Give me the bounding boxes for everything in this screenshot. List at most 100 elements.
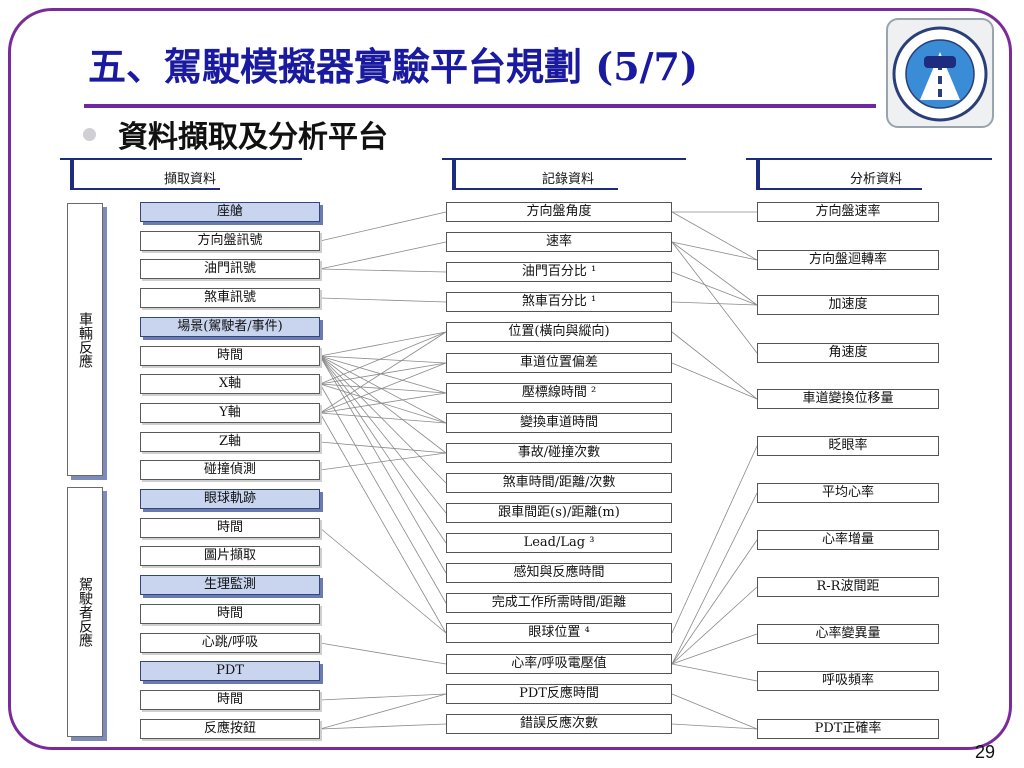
connection-line: [319, 355, 447, 544]
record-item: Lead/Lag ³: [446, 533, 672, 553]
group-label: 車輛反應: [77, 311, 93, 368]
analysis-item: 呼吸頻率: [757, 671, 939, 691]
connection-line: [671, 586, 758, 665]
capture-item: 時間: [140, 604, 320, 624]
seal-icon: [892, 26, 988, 122]
column-header-analysis: 分析資料: [746, 158, 992, 190]
connection-line: [319, 362, 447, 385]
analysis-item: 加速度: [757, 295, 939, 315]
capture-item: 圖片擷取: [140, 546, 320, 566]
connection-line: [671, 271, 758, 306]
connection-line: [319, 355, 447, 424]
record-item: 感知與反應時間: [446, 563, 672, 583]
connection-line: [319, 412, 447, 424]
connection-line: [319, 355, 447, 454]
connection-line: [319, 355, 447, 574]
analysis-item: 角速度: [757, 343, 939, 363]
analysis-item: PDT正確率: [757, 719, 939, 739]
bullet-icon: [83, 128, 96, 141]
connection-line: [671, 633, 758, 665]
record-item: 油門百分比 ¹: [446, 262, 672, 282]
slide-subtitle: 資料擷取及分析平台: [118, 120, 388, 155]
analysis-item: R-R波間距: [757, 577, 939, 597]
group-driver-response: 駕駛者反應: [67, 487, 103, 737]
capture-item: 煞車訊號: [140, 288, 320, 308]
record-item: 心率/呼吸電壓值: [446, 654, 672, 674]
connection-line: [319, 642, 447, 665]
connection-line: [319, 211, 447, 242]
capture-category: PDT: [140, 661, 320, 681]
connection-line: [319, 392, 447, 414]
connection-line: [671, 492, 758, 665]
capture-item: 時間: [140, 518, 320, 538]
connection-line: [319, 331, 447, 385]
connection-line: [671, 331, 758, 400]
column-header-record: 記錄資料: [442, 158, 686, 190]
page-number: 29: [975, 742, 996, 762]
record-item: 完成工作所需時間/距離: [446, 593, 672, 613]
connection-line: [319, 297, 447, 303]
connection-line: [671, 723, 758, 730]
connection-line: [671, 663, 758, 682]
record-item: 方向盤角度: [446, 202, 672, 222]
capture-category: 座艙: [140, 202, 320, 222]
connection-line: [319, 693, 447, 730]
capture-item: 時間: [140, 346, 320, 366]
capture-category: 生理監測: [140, 575, 320, 595]
connection-line: [319, 383, 447, 394]
group-vehicle-response: 車輛反應: [67, 203, 103, 476]
connection-line: [319, 527, 447, 634]
connection-line: [671, 693, 758, 730]
record-item: 煞車時間/距離/次數: [446, 473, 672, 493]
analysis-item: 心率增量: [757, 530, 939, 550]
connection-line: [319, 355, 447, 484]
capture-item: 心跳/呼吸: [140, 633, 320, 653]
capture-item: Y軸: [140, 403, 320, 423]
connection-line: [671, 241, 758, 261]
column-label-capture: 擷取資料: [163, 172, 217, 187]
connection-line: [319, 355, 447, 514]
connection-line: [319, 331, 447, 414]
capture-item: 方向盤訊號: [140, 231, 320, 251]
record-item: 壓標線時間 ²: [446, 383, 672, 403]
record-item: 煞車百分比 ¹: [446, 292, 672, 312]
capture-item: 時間: [140, 690, 320, 710]
column-label-record: 記錄資料: [541, 172, 595, 187]
connection-line: [319, 355, 447, 364]
slide-title: 五、駕駛模擬器實驗平台規劃 (5/7): [88, 44, 698, 89]
analysis-item: 方向盤速率: [757, 202, 939, 222]
connection-line: [319, 331, 447, 357]
record-item: 事故/碰撞次數: [446, 443, 672, 463]
record-item: 速率: [446, 232, 672, 252]
capture-item: X軸: [140, 374, 320, 394]
analysis-item: 眨眼率: [757, 436, 939, 456]
analysis-item: 車道變換位移量: [757, 389, 939, 409]
capture-item: Z軸: [140, 432, 320, 452]
capture-item: 反應按鈕: [140, 719, 320, 739]
capture-category: 場景(駕駛者/事件): [140, 317, 320, 337]
record-item: 變換車道時間: [446, 413, 672, 433]
analysis-item: 心率變異量: [757, 624, 939, 644]
university-seal-logo: [886, 18, 994, 128]
connection-line: [671, 301, 758, 306]
connection-line: [671, 211, 758, 261]
connection-line: [319, 268, 447, 273]
connection-line: [319, 355, 447, 394]
connection-line: [319, 383, 447, 604]
column-header-capture: 擷取資料: [60, 158, 302, 190]
record-item: PDT反應時間: [446, 684, 672, 704]
capture-item: 油門訊號: [140, 259, 320, 279]
connection-line: [319, 452, 447, 471]
connection-line: [319, 383, 447, 424]
record-item: 跟車間距(s)/距離(m): [446, 503, 672, 523]
record-item: 位置(橫向與縱向): [446, 322, 672, 342]
connection-line: [671, 362, 758, 400]
capture-category: 眼球軌跡: [140, 489, 320, 509]
capture-item: 碰撞偵測: [140, 460, 320, 480]
connection-line: [671, 539, 758, 665]
connection-line: [319, 412, 447, 634]
connection-line: [319, 241, 447, 270]
column-label-analysis: 分析資料: [849, 172, 903, 187]
connection-line: [671, 445, 758, 634]
